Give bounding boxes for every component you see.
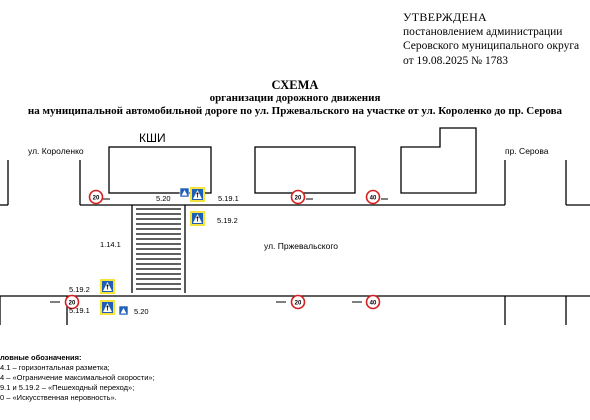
svg-text:20: 20 bbox=[295, 195, 302, 201]
road-lines bbox=[0, 160, 590, 325]
speed-limit-signs: 20 20 40 20 20 40 bbox=[50, 189, 388, 310]
speed-bump-sign-icon bbox=[118, 305, 129, 316]
marking-label-1-14-1: 1.14.1 bbox=[100, 240, 121, 249]
building-kshi bbox=[108, 146, 212, 194]
speed-limit-sign-icon: 20 bbox=[290, 189, 306, 205]
sign-label-top-5-19-1: 5.19.1 bbox=[218, 194, 239, 203]
legend: ловные обозначения: 4.1 – горизонтальная… bbox=[0, 353, 155, 403]
approval-line-3: от 19.08.2025 № 1783 bbox=[403, 54, 508, 67]
sign-label-bottom-5-19-1: 5.19.1 bbox=[69, 306, 90, 315]
pedestrian-crossing-sign-icon bbox=[100, 279, 115, 294]
approval-block: УТВЕРЖДЕНА постановлением администрации … bbox=[403, 10, 579, 68]
street-label-serova: пр. Серова bbox=[505, 146, 549, 156]
street-label-korolenko: ул. Короленко bbox=[28, 146, 84, 156]
sign-label-top-5-19-2: 5.19.2 bbox=[217, 216, 238, 225]
approval-line-1: постановлением администрации bbox=[403, 25, 563, 38]
scheme-subtitle: организации дорожного движения bbox=[209, 92, 381, 104]
scheme-heading: СХЕМА организации дорожного движения на … bbox=[0, 78, 590, 118]
pedestrian-crossing-sign-icon bbox=[190, 211, 205, 226]
approval-title: УТВЕРЖДЕНА bbox=[403, 10, 488, 24]
building-label-kshi: КШИ bbox=[139, 131, 166, 145]
speed-limit-sign-icon: 20 bbox=[290, 294, 306, 310]
building-right bbox=[400, 127, 477, 194]
speed-limit-sign-icon: 20 bbox=[88, 189, 104, 205]
legend-title: ловные обозначения: bbox=[0, 353, 82, 362]
svg-text:40: 40 bbox=[370, 195, 377, 201]
speed-limit-sign-icon: 40 bbox=[365, 189, 381, 205]
legend-item: 9.1 и 5.19.2 – «Пешеходный переход»; bbox=[0, 383, 135, 392]
pedestrian-crossing-sign-icon bbox=[190, 187, 205, 202]
buildings bbox=[108, 127, 477, 194]
sign-label-bottom-5-20: 5.20 bbox=[134, 307, 149, 316]
top-sign-group bbox=[179, 187, 205, 226]
approval-line-2: Серовского муниципального округа bbox=[403, 40, 580, 52]
speed-limit-sign-icon: 40 bbox=[365, 294, 381, 310]
scheme-description: на муниципальной автомобильной дороге по… bbox=[27, 105, 563, 117]
svg-text:20: 20 bbox=[93, 195, 100, 201]
legend-item: 0 – «Искусственная неровность». bbox=[0, 393, 117, 402]
scheme-title: СХЕМА bbox=[271, 78, 319, 92]
svg-text:20: 20 bbox=[295, 300, 302, 306]
speed-bump-sign-icon bbox=[179, 187, 190, 198]
svg-text:20: 20 bbox=[69, 300, 76, 306]
street-label-przhevalskogo: ул. Пржевальского bbox=[264, 241, 338, 251]
bottom-sign-group bbox=[100, 279, 129, 316]
sign-label-top-5-20: 5.20 bbox=[156, 194, 171, 203]
pedestrian-crossing-sign-icon bbox=[100, 300, 115, 315]
speed-limit-sign-icon: 20 bbox=[64, 294, 80, 310]
legend-item: 4 – «Ограничение максимальной скорости»; bbox=[0, 373, 155, 382]
building-middle bbox=[254, 146, 356, 194]
legend-item: 4.1 – горизонтальная разметка; bbox=[0, 363, 110, 372]
pedestrian-crossing bbox=[131, 205, 186, 293]
sign-label-bottom-5-19-2: 5.19.2 bbox=[69, 285, 90, 294]
svg-text:40: 40 bbox=[370, 300, 377, 306]
